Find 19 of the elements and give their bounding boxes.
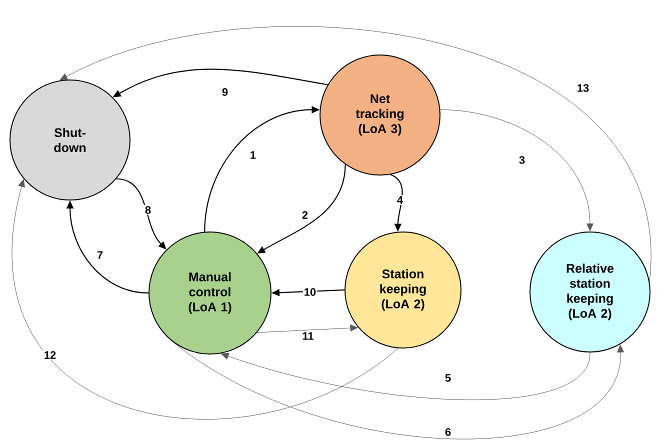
edge-label: 8: [144, 205, 152, 215]
arrow: [440, 109, 594, 232]
arrow: [221, 352, 590, 400]
edge-label: 13: [576, 83, 590, 93]
arrow: [116, 178, 166, 250]
arrow: [256, 324, 358, 333]
edge-label: 5: [444, 373, 452, 383]
edge-label: 6: [444, 427, 452, 437]
edge-label: 3: [518, 155, 526, 165]
edge-label: 11: [301, 331, 315, 341]
edge-label: 2: [300, 210, 310, 220]
edge-label: 4: [396, 195, 404, 205]
edge-label: 10: [302, 287, 318, 297]
edge-label: 1: [248, 150, 258, 160]
arrow: [170, 340, 624, 440]
arrow: [12, 179, 398, 420]
edge-label: 12: [42, 350, 58, 360]
edge-label: 9: [220, 87, 230, 97]
edge-label: 7: [96, 250, 104, 260]
